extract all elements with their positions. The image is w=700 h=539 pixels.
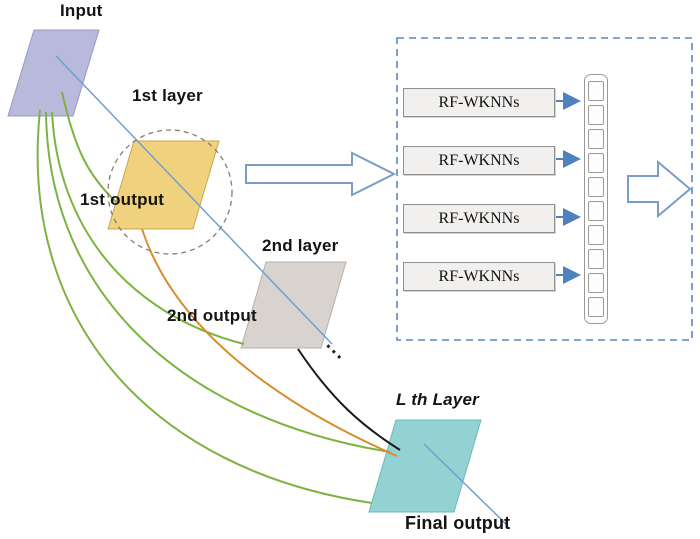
layer1-parallelogram [107,140,220,230]
feature-stack-cell [588,273,604,293]
input-label: Input [60,1,103,20]
skip-connection-green-input-layer1 [61,91,117,203]
rf-module-group-box [396,37,693,341]
block-arrow-layer1-to-module [245,151,397,197]
output2-label: 2nd output [167,306,257,325]
output1-label: 1st output [80,190,165,209]
feature-stack [584,74,608,324]
rf-wknn-box-2: RF-WKNNs [403,146,555,175]
layerL-label: L th Layer [396,390,479,409]
connection-black-layer2-layerL [297,348,401,451]
final-output-label: Final output [405,513,511,533]
feature-stack-cell [588,129,604,149]
skip-connection-green-input-layer2 [51,111,245,345]
rf-wknn-box-1: RF-WKNNs [403,88,555,117]
skip-connection-green-input-layerL-b [36,109,373,504]
feature-stack-cell [588,105,604,125]
block-arrow-module-output [627,159,692,219]
rf-wknn-box-3: RF-WKNNs [403,204,555,233]
blue-diagonal-line-2 [423,443,507,525]
rf-wknn-box-4: RF-WKNNs [403,262,555,291]
feature-stack-cell [588,249,604,269]
layerL-parallelogram [368,419,482,513]
layer2-label: 2nd layer [262,236,339,255]
skip-connection-green-input-layerL-a [45,111,391,453]
feature-stack-cell [588,153,604,173]
layer1-label: 1st layer [132,86,203,105]
feature-stack-cell [588,225,604,245]
connection-orange-layer1-layerL [141,228,398,457]
feature-stack-cell [588,201,604,221]
feature-stack-cell [588,297,604,317]
feature-stack-cell [588,177,604,197]
input-parallelogram [7,29,100,117]
feature-stack-cell [588,81,604,101]
blue-diagonal-line-1 [55,55,333,345]
focus-circle-layer1 [107,129,233,255]
layer2-parallelogram [240,261,347,349]
